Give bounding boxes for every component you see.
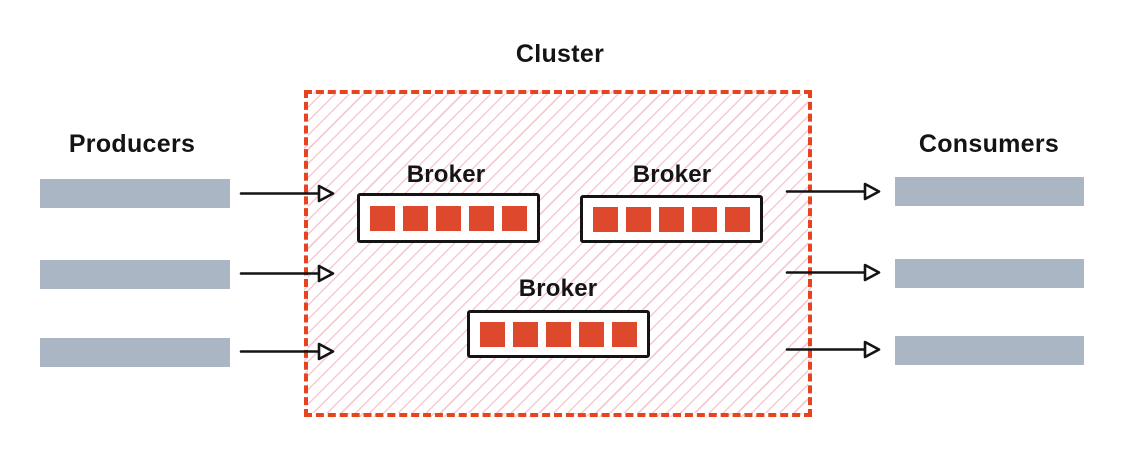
partition-square [725, 206, 750, 232]
broker-label: Broker [632, 161, 712, 188]
broker-label: Broker [518, 275, 598, 302]
broker-label: Broker [406, 161, 486, 188]
partition-square [480, 321, 505, 347]
partition-square [469, 205, 494, 231]
producer-to-cluster-arrow [239, 184, 335, 203]
consumer-bar [895, 177, 1084, 206]
partition-square [692, 206, 717, 232]
broker-box [467, 310, 650, 358]
partition-square [502, 205, 527, 231]
broker-box [357, 193, 540, 243]
producer-bar [40, 179, 230, 208]
producer-bar [40, 260, 230, 289]
cluster-to-consumer-arrow [785, 263, 881, 282]
consumers-label: Consumers [918, 130, 1060, 158]
broker-box [580, 195, 763, 243]
consumer-bar [895, 259, 1084, 288]
producer-to-cluster-arrow [239, 264, 335, 283]
cluster-label: Cluster [515, 40, 605, 68]
cluster-to-consumer-arrow [785, 340, 881, 359]
partition-square [370, 205, 395, 231]
producers-label: Producers [68, 130, 196, 158]
partition-square [436, 205, 461, 231]
partition-square [593, 206, 618, 232]
consumer-bar [895, 336, 1084, 365]
producer-bar [40, 338, 230, 367]
partition-square [659, 206, 684, 232]
partition-square [612, 321, 637, 347]
partition-square [579, 321, 604, 347]
partition-square [403, 205, 428, 231]
cluster-to-consumer-arrow [785, 182, 881, 201]
partition-square [626, 206, 651, 232]
partition-square [546, 321, 571, 347]
producer-to-cluster-arrow [239, 342, 335, 361]
partition-square [513, 321, 538, 347]
cluster-boundary [304, 90, 812, 417]
